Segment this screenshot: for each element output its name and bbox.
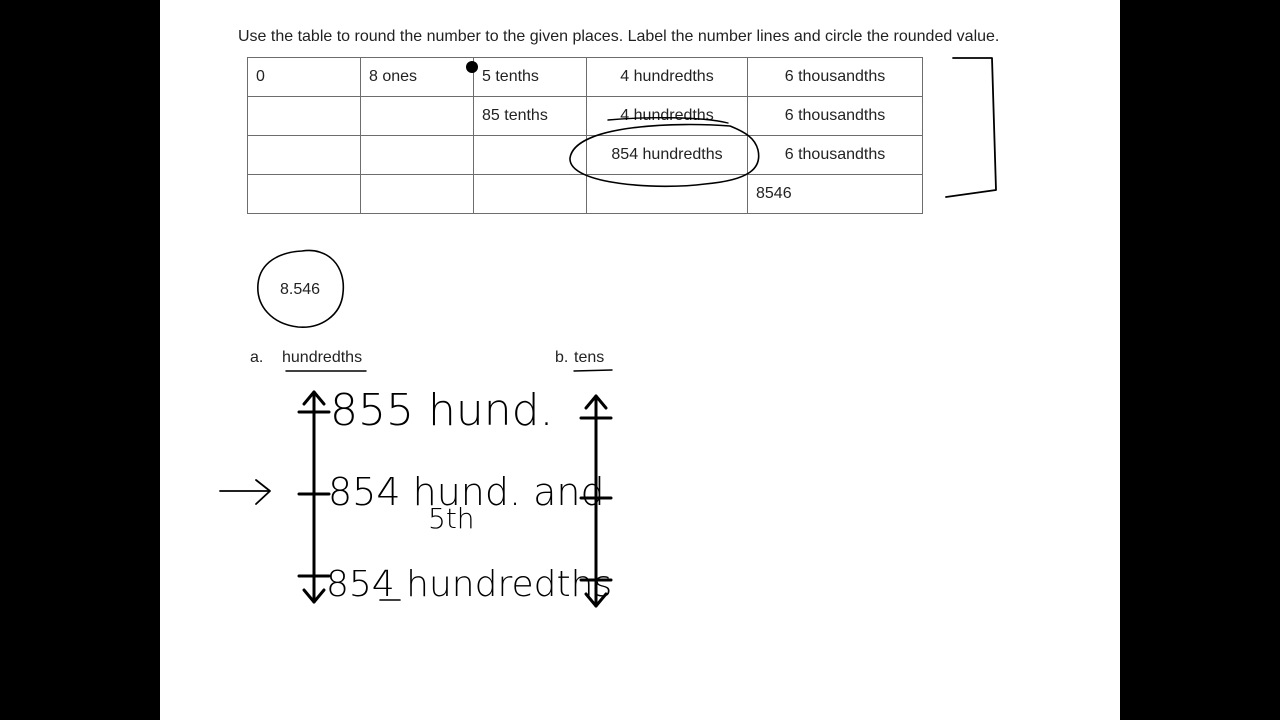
handwriting-middle-2: 5th (428, 502, 475, 535)
handwriting-bottom: 854 hundredths (326, 564, 612, 605)
number-line-a (297, 390, 331, 604)
table-cell (360, 135, 474, 175)
table-cell: 6 thousandths (747, 96, 923, 136)
table-cell (473, 135, 587, 175)
table-row: 85 tenths 4 hundredths 6 thousandths (247, 96, 923, 136)
table-cell: 8546 (747, 174, 923, 214)
table-cell (586, 174, 748, 214)
table-cell: 85 tenths (473, 96, 587, 136)
table-cell: 0 (247, 57, 361, 97)
table-cell: 5 tenths (473, 57, 587, 97)
table-cell (247, 174, 361, 214)
place-value-table: 0 8 ones 5 tenths 4 hundredths 6 thousan… (247, 57, 923, 214)
table-row: 8546 (247, 174, 923, 214)
table-cell: 8 ones (360, 57, 474, 97)
part-b-place: tens (574, 349, 605, 366)
table-row: 854 hundredths 6 thousandths (247, 135, 923, 175)
part-a-letter: a. (250, 349, 264, 366)
handwriting-top: 855 hund. (330, 385, 554, 436)
underline-b (573, 369, 613, 372)
table-cell (473, 174, 587, 214)
table-cell: 854 hundredths (586, 135, 748, 175)
table-cell (360, 96, 474, 136)
table-cell (247, 135, 361, 175)
table-row: 0 8 ones 5 tenths 4 hundredths 6 thousan… (247, 57, 923, 97)
number-line-b (579, 394, 613, 608)
table-cell: 6 thousandths (747, 135, 923, 175)
table-cell: 4 hundredths (586, 96, 748, 136)
worksheet-page: Use the table to round the number to the… (160, 0, 1120, 720)
instructions-text: Use the table to round the number to the… (238, 28, 1000, 45)
table-cell (360, 174, 474, 214)
handwriting-middle-1: 854 hund. and (328, 470, 605, 514)
arrow-icon (219, 479, 271, 505)
number-value: 8.546 (279, 281, 321, 298)
bracket-mark (945, 57, 997, 198)
table-cell (247, 96, 361, 136)
part-b-letter: b. (555, 349, 569, 366)
table-cell: 6 thousandths (747, 57, 923, 97)
table-cell: 4 hundredths (586, 57, 748, 97)
part-a-place: hundredths (282, 349, 363, 366)
